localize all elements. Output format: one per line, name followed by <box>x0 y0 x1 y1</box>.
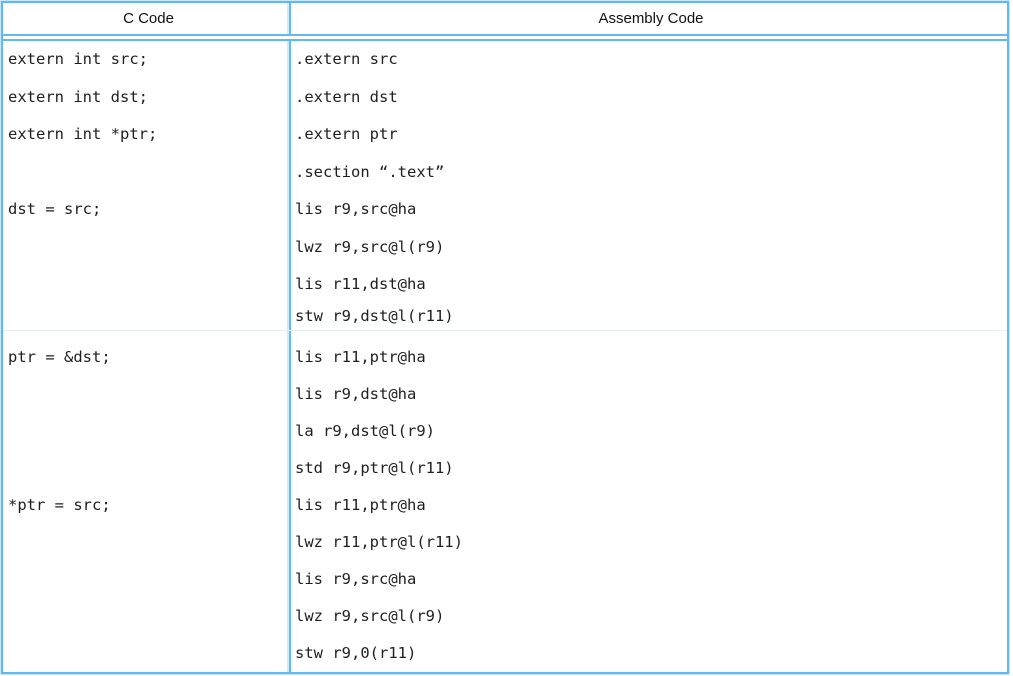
asm-code-line: lis r11,ptr@ha <box>295 347 426 366</box>
asm-code-line: lwz r11,ptr@l(r11) <box>295 532 463 551</box>
asm-code-line: .extern dst <box>295 87 398 106</box>
asm-code-line: lis r9,src@ha <box>295 200 417 218</box>
c-code-line <box>8 413 289 450</box>
asm-code-line: lwz r9,src@l(r9) <box>295 237 445 256</box>
assembly-code-cell: lis r11,ptr@ha lis r9,dst@ha la r9,dst@l… <box>289 330 1007 672</box>
c-code-line <box>8 154 289 192</box>
asm-code-line: .extern src <box>295 50 398 68</box>
asm-code-line: lis r11,ptr@ha <box>295 495 426 514</box>
asm-code-line: stw r9,dst@l(r11) <box>295 306 454 325</box>
asm-code-line: lis r9,dst@ha <box>295 384 417 403</box>
c-code-line: ptr = &dst; <box>8 347 111 366</box>
asm-code-line: lis r11,dst@ha <box>295 275 426 293</box>
table-header-row: C Code Assembly Code <box>3 3 1007 36</box>
asm-code-line: stw r9,0(r11) <box>295 643 417 662</box>
asm-code-line: .section “.text” <box>295 162 445 181</box>
table-body: extern int src; extern int dst; extern i… <box>3 39 1007 672</box>
assembly-code-cell: .extern src .extern dst .extern ptr .sec… <box>289 41 1007 330</box>
c-code-line: extern int dst; <box>8 87 148 106</box>
c-code-line: *ptr = src; <box>8 495 111 514</box>
header-c-code: C Code <box>123 10 174 27</box>
asm-code-line: la r9,dst@l(r9) <box>295 421 435 440</box>
c-code-line <box>8 376 289 413</box>
c-code-cell: ptr = &dst; *ptr = src; <box>3 331 289 672</box>
c-code-line: extern int src; <box>8 50 148 68</box>
c-code-line: extern int *ptr; <box>8 125 158 143</box>
table-row: ptr = &dst; *ptr = src; lis r11,ptr@ha l… <box>3 329 1007 672</box>
table-row: extern int src; extern int dst; extern i… <box>3 41 1007 330</box>
c-code-cell: extern int src; extern int dst; extern i… <box>3 41 289 330</box>
c-code-line: dst = src; <box>8 200 102 218</box>
c-code-line <box>8 450 289 487</box>
asm-code-line: std r9,ptr@l(r11) <box>295 458 454 477</box>
asm-code-line: lis r9,src@ha <box>295 569 417 588</box>
asm-code-line: lwz r9,src@l(r9) <box>295 606 445 625</box>
header-assembly-code: Assembly Code <box>289 3 1007 34</box>
asm-code-line: .extern ptr <box>295 125 398 143</box>
